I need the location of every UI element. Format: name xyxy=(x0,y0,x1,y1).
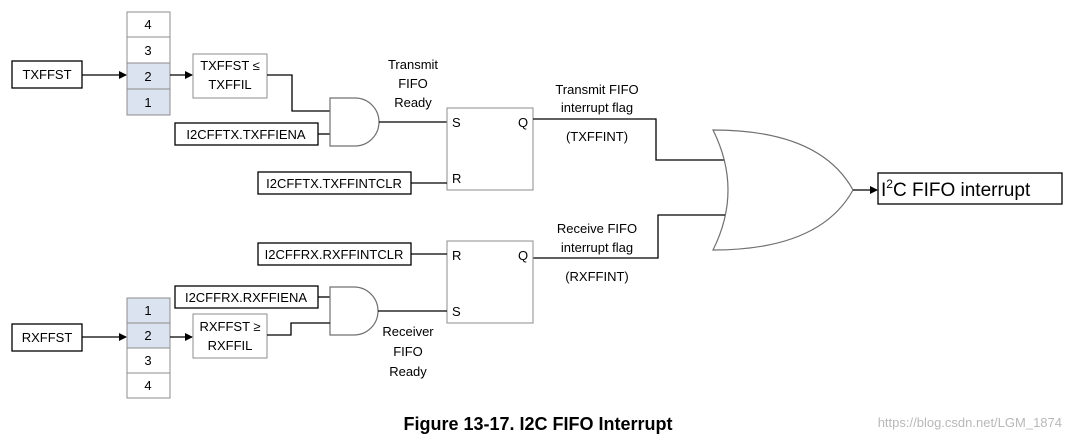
output-label: I2C FIFO interrupt xyxy=(881,177,1031,201)
tx-ready-line2: FIFO xyxy=(398,76,428,91)
tx-flag-wire xyxy=(533,118,725,161)
rx-ready-line3: Ready xyxy=(389,364,427,379)
rx-fifo-stack: 1 2 3 4 xyxy=(126,297,171,399)
rx-compare-wire xyxy=(267,322,330,336)
rx-flag-wire xyxy=(533,214,725,259)
tx-flag-name: (TXFFINT) xyxy=(566,129,628,144)
rx-latch: R S Q xyxy=(446,240,534,324)
tx-fifo-level: 3 xyxy=(144,43,151,58)
rx-latch-r: R xyxy=(452,248,461,263)
tx-clear-box: I2CFFTX.TXFFINTCLR xyxy=(257,171,412,195)
tx-fifo-cell-filled xyxy=(126,88,171,116)
tx-latch: S R Q xyxy=(446,107,534,191)
tx-source-box: TXFFST xyxy=(11,60,83,89)
rx-clear-label: I2CFFRX.RXFFINTCLR xyxy=(265,247,404,262)
tx-fifo-level: 1 xyxy=(144,95,151,110)
watermark: https://blog.csdn.net/LGM_1874 xyxy=(878,415,1062,430)
rx-fifo-level: 3 xyxy=(144,353,151,368)
rx-fifo-cell xyxy=(126,372,171,399)
rx-fifo-cell-filled xyxy=(126,322,171,349)
rx-clear-box: I2CFFRX.RXFFINTCLR xyxy=(257,242,412,266)
tx-source-label: TXFFST xyxy=(22,67,71,82)
or-gate xyxy=(712,129,854,251)
tx-ready-line3: Ready xyxy=(394,95,432,110)
figure-caption: Figure 13-17. I2C FIFO Interrupt xyxy=(403,414,672,434)
tx-compare-line2: TXFFIL xyxy=(208,77,251,92)
rx-fifo-level: 4 xyxy=(144,378,151,393)
tx-flag-line1: Transmit FIFO xyxy=(555,82,638,97)
tx-compare-box: TXFFST ≤ TXFFIL xyxy=(192,53,268,99)
tx-fifo-cell xyxy=(126,11,171,38)
rx-ready-line2: FIFO xyxy=(393,344,423,359)
tx-compare-wire xyxy=(267,74,330,112)
rx-ready-line1: Receiver xyxy=(382,324,434,339)
rx-source-box: RXFFST xyxy=(11,323,83,352)
tx-latch-s: S xyxy=(452,115,461,130)
tx-fifo-stack: 4 3 2 1 xyxy=(126,11,171,116)
rx-compare-line1: RXFFST ≥ xyxy=(199,319,260,334)
tx-latch-r: R xyxy=(452,171,461,186)
rx-flag-line1: Receive FIFO xyxy=(557,221,637,236)
tx-compare-line1: TXFFST ≤ xyxy=(200,58,260,73)
rx-enable-box: I2CFFRX.RXFFIENA xyxy=(174,285,319,309)
rx-enable-label: I2CFFRX.RXFFIENA xyxy=(185,290,307,305)
rx-latch-q: Q xyxy=(518,248,528,263)
rx-latch-s: S xyxy=(452,304,461,319)
tx-fifo-level: 2 xyxy=(144,69,151,84)
rx-flag-line2: interrupt flag xyxy=(561,240,633,255)
tx-enable-label: I2CFFTX.TXFFIENA xyxy=(186,127,306,142)
rx-flag-name: (RXFFINT) xyxy=(565,269,629,284)
tx-latch-q: Q xyxy=(518,115,528,130)
rx-source-label: RXFFST xyxy=(22,330,73,345)
tx-ready-line1: Transmit xyxy=(388,57,438,72)
rx-fifo-level: 2 xyxy=(144,328,151,343)
rx-compare-box: RXFFST ≥ RXFFIL xyxy=(192,313,268,359)
tx-clear-label: I2CFFTX.TXFFINTCLR xyxy=(266,176,402,191)
rx-compare-line2: RXFFIL xyxy=(208,338,253,353)
tx-flag-line2: interrupt flag xyxy=(561,100,633,115)
tx-enable-box: I2CFFTX.TXFFIENA xyxy=(174,122,319,146)
rx-and-gate xyxy=(329,286,379,336)
output-box: I2C FIFO interrupt xyxy=(877,172,1063,205)
rx-fifo-cell-filled xyxy=(126,297,171,324)
rx-fifo-level: 1 xyxy=(144,303,151,318)
tx-fifo-level: 4 xyxy=(144,17,151,32)
tx-and-gate xyxy=(329,97,380,147)
